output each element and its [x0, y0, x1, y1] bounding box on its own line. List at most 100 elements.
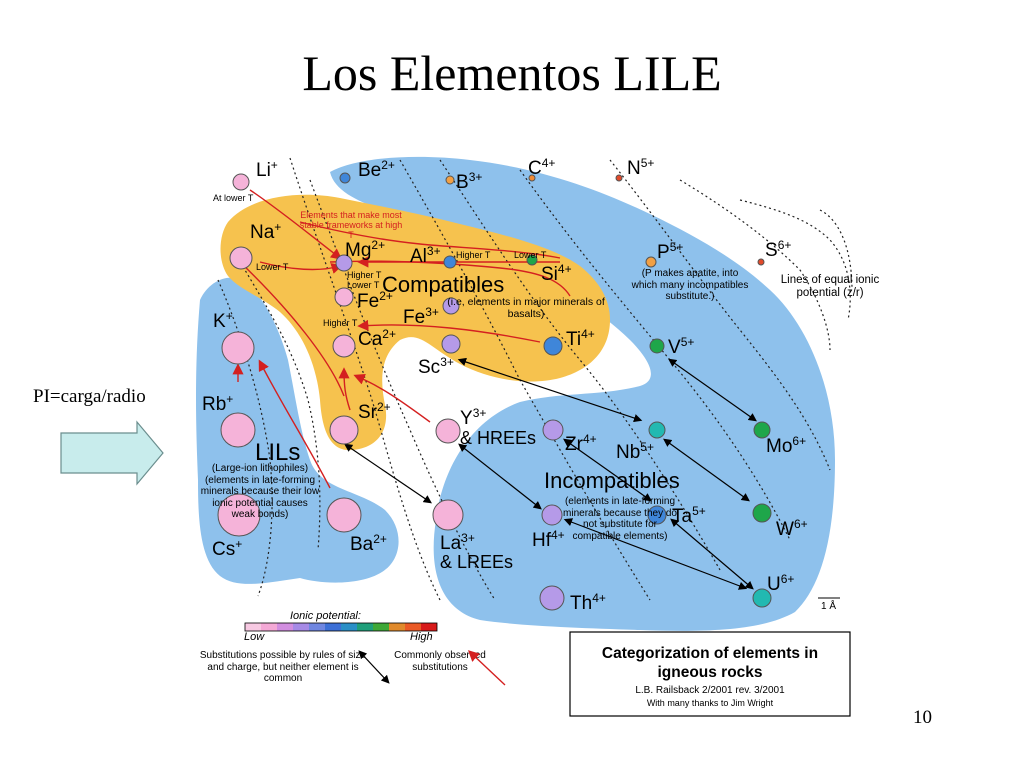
label-y: Y3+: [460, 406, 486, 429]
possible-substitution-arrows: [344, 357, 757, 590]
legend: Ionic potential: Low High Substitutions …: [200, 610, 506, 686]
credit-box: Categorization of elements in igneous ro…: [569, 631, 851, 717]
compatibles-note: (i.e, elements in major minerals of basa…: [447, 296, 605, 320]
temp-si: Lower T: [514, 250, 547, 260]
ion-sr: [329, 415, 359, 445]
high-temperature-framework-lines: [239, 221, 571, 397]
ion-sc: [441, 334, 461, 354]
label-ca: Ca2+: [358, 327, 396, 350]
label-rb: Rb+: [202, 392, 233, 415]
credit-line-1: L.B. Railsback 2/2001 rev. 3/2001: [635, 685, 785, 696]
ion-b: [445, 175, 455, 185]
common-substitution-arrows: [232, 189, 560, 489]
equal-lines-note: Lines of equal ionic potential (z/r): [781, 274, 879, 299]
ion-w: [752, 503, 772, 523]
ion-ti: [543, 336, 563, 356]
label-ba: Ba2+: [350, 532, 387, 555]
credit-line-2: With many thanks to Jim Wright: [647, 698, 774, 708]
compatibles-region: [220, 194, 610, 451]
lils-note: (Large-ion lithophiles) (elements in lat…: [201, 463, 319, 520]
label-y-suffix: & HREEs: [460, 428, 536, 448]
credit-title-1: Categorization of elements in: [602, 645, 818, 662]
ion-be: [339, 172, 351, 184]
ion-al: [443, 255, 457, 269]
ion-na: [229, 246, 253, 270]
ion-si: [526, 254, 538, 266]
label-li: Li+: [256, 158, 278, 181]
ion-nb: [648, 421, 666, 439]
label-be: Be2+: [358, 158, 395, 181]
ion-ta: [647, 505, 667, 525]
label-th: Th4+: [570, 591, 606, 614]
label-s: S6+: [765, 238, 791, 261]
lils-title: LILs: [255, 439, 300, 466]
legend-swatch: [293, 623, 309, 631]
label-la-suffix: & LREEs: [440, 552, 513, 572]
ion-cs: [217, 493, 261, 537]
svg-text:1 Å: 1 Å: [821, 599, 836, 612]
label-hf: Hf4+: [532, 528, 565, 551]
ion-li: [232, 173, 250, 191]
scale-bar: 1 Å: [818, 597, 840, 612]
ion-zr: [542, 419, 564, 441]
legend-swatch: [261, 623, 277, 631]
ion-th: [539, 585, 565, 611]
ion-fe3: [442, 297, 460, 315]
label-la: La3+: [440, 531, 475, 554]
side-arrow: [60, 420, 164, 486]
label-n: N5+: [627, 156, 654, 179]
ion-fe2: [334, 287, 354, 307]
temp-ca: Higher T: [323, 318, 358, 328]
slide-title: Los Elementos LILE: [302, 45, 722, 101]
label-nb: Nb5+: [616, 440, 654, 463]
ion-rb: [220, 412, 256, 448]
legend-swatch: [421, 623, 437, 631]
temp-al: Higher T: [456, 250, 491, 260]
temp-fe: Lower T: [347, 280, 380, 290]
label-mg: Mg2+: [345, 238, 385, 261]
legend-swatch: [373, 623, 389, 631]
label-fe2: Fe2+: [357, 289, 393, 312]
legend-swatch: [341, 623, 357, 631]
label-v: V5+: [668, 335, 694, 358]
ion-c: [528, 174, 536, 182]
label-al: Al3+: [410, 244, 441, 267]
ion-ba: [326, 497, 362, 533]
label-cs: Cs+: [212, 537, 242, 560]
label-sr: Sr2+: [358, 400, 391, 423]
label-fe3: Fe3+: [403, 305, 439, 328]
ion-n: [615, 174, 623, 182]
label-mo: Mo6+: [766, 434, 806, 457]
legend-swatch: [389, 623, 405, 631]
label-si: Si4+: [541, 262, 572, 285]
label-ta: Ta5+: [672, 504, 706, 527]
legend-low: Low: [244, 631, 265, 643]
label-w: W6+: [776, 517, 808, 540]
ion-la: [432, 499, 464, 531]
label-zr: Zr4+: [565, 432, 597, 455]
incompatibles-title: Incompatibles: [544, 468, 680, 493]
legend-commonly: Commonly observed substitutions: [394, 650, 486, 673]
legend-swatch: [277, 623, 293, 631]
legend-high: High: [410, 631, 433, 643]
legend-ionic-potential: Ionic potential:: [290, 610, 361, 622]
label-c: C4+: [528, 156, 555, 179]
incompatibles-note: (elements in late-forming minerals becau…: [563, 496, 677, 542]
legend-swatch: [309, 623, 325, 631]
temp-mg: Higher T: [347, 270, 382, 280]
page-number: 10: [913, 707, 932, 728]
legend-substitutions: Substitutions possible by rules of size …: [200, 650, 366, 684]
legend-swatch: [405, 623, 421, 631]
compatibles-title: Compatibles: [382, 272, 504, 297]
temp-li: At lower T: [213, 193, 254, 203]
ion-circles: [217, 172, 772, 611]
legend-swatches: [244, 622, 438, 632]
ion-hf: [541, 504, 563, 526]
frameworks-note: Elements that make most stable framework…: [300, 210, 403, 240]
ion-mo: [753, 421, 771, 439]
legend-swatch: [325, 623, 341, 631]
ion-mg: [335, 254, 353, 272]
label-u: U6+: [767, 572, 794, 595]
label-sc: Sc3+: [418, 355, 454, 378]
